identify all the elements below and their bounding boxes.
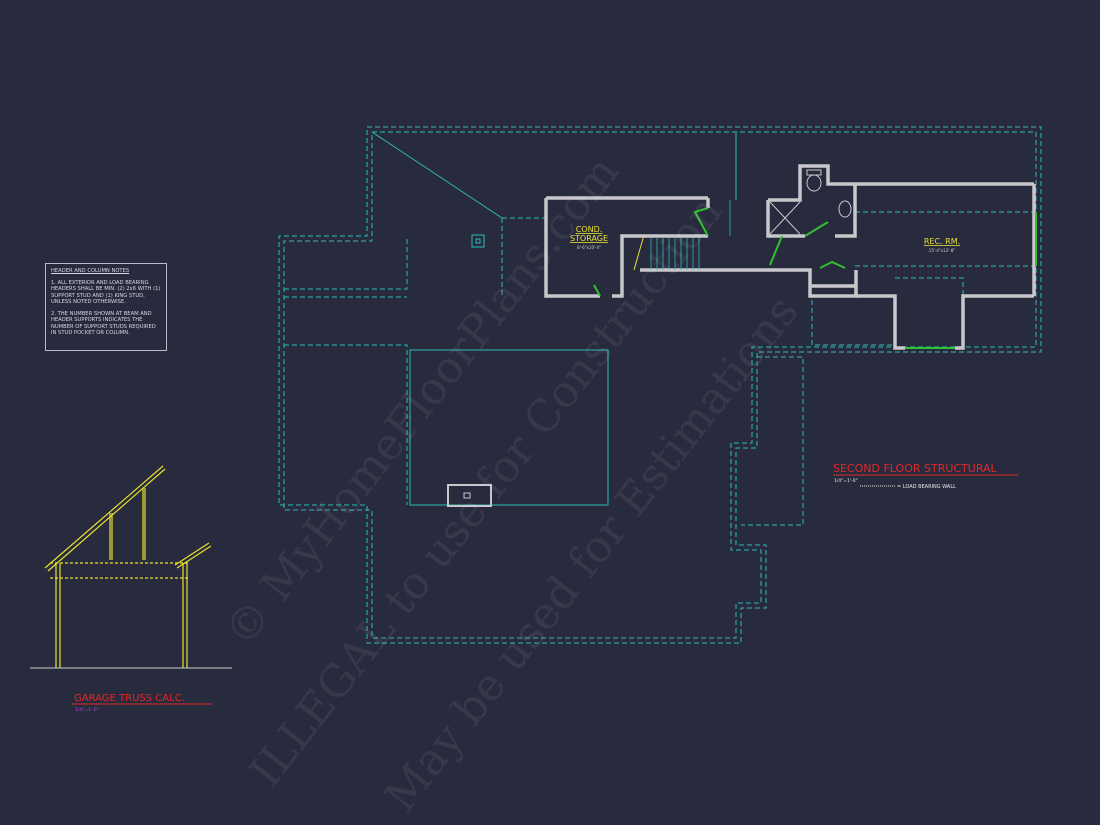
walls (544, 164, 1036, 350)
note-item: 2. THE NUMBER SHOWN AT BEAM AND HEADER S… (51, 310, 156, 337)
plan-title: SECOND FLOOR STRUCTURAL (833, 462, 998, 475)
notes-title: HEADER AND COLUMN NOTES (51, 268, 130, 274)
outline-solid (371, 131, 737, 506)
truss-title: GARAGE TRUSS CALC. (74, 693, 185, 704)
room-size-storage: 8'-6"x10'-4" (577, 245, 601, 250)
plan-scale: 1/4"=1'-0" (834, 478, 858, 484)
room-label-storage-1: COND. (576, 225, 603, 234)
doors (593, 207, 1037, 349)
stairs (650, 200, 731, 270)
room-label-storage-2: STORAGE (570, 234, 608, 243)
outline-dashed (278, 126, 1042, 644)
note-item: 1. ALL EXTERIOR AND LOAD BEARING HEADERS… (51, 279, 161, 306)
room-label-rec: REC. RM. (924, 237, 960, 246)
chimney (447, 484, 492, 507)
fixtures (769, 169, 852, 235)
truss-scale: 1/4"=1'-0" (75, 707, 99, 713)
header-column-notes: HEADER AND COLUMN NOTES 1. ALL EXTERIOR … (45, 263, 167, 351)
room-size-rec: 15'-4"x12'-8" (929, 248, 956, 253)
load-bearing-legend: = LOAD BEARING WALL (897, 484, 956, 490)
garage-truss (44, 465, 212, 668)
